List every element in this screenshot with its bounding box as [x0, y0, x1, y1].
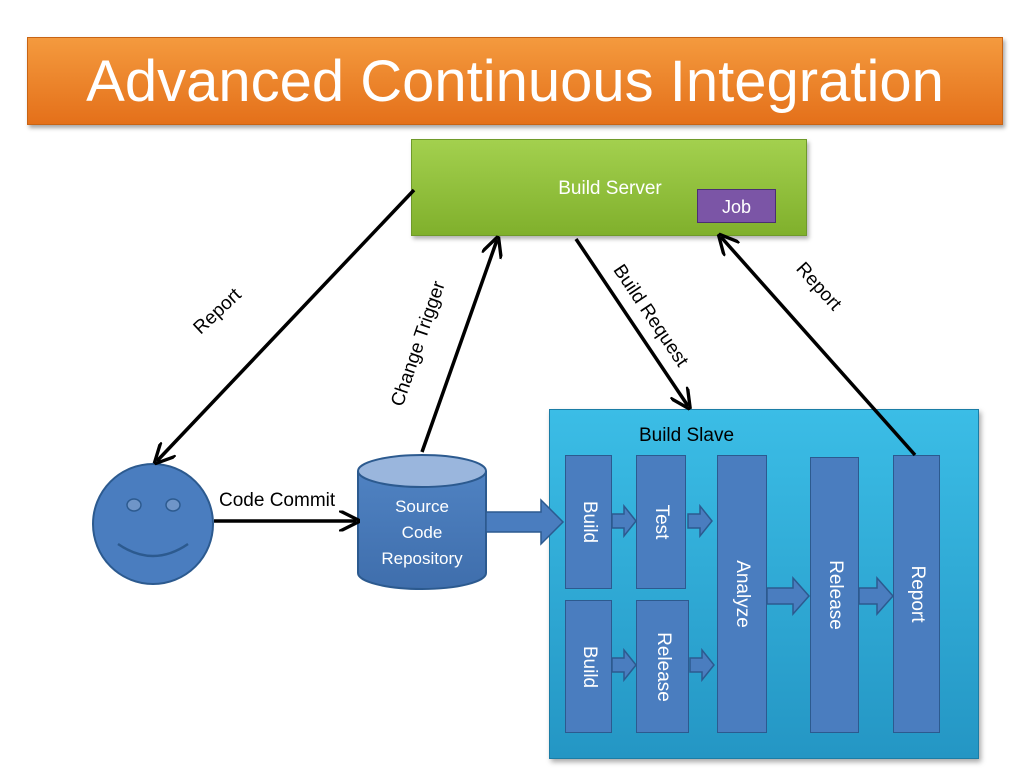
stage-report[interactable]: Report	[893, 455, 940, 733]
test-to-analyze-arrow	[687, 503, 713, 539]
job-node[interactable]: Job	[697, 189, 776, 223]
slave-report-arrow	[721, 237, 917, 457]
analyze-to-release-arrow	[766, 576, 811, 616]
build-to-release-arrow	[611, 647, 637, 683]
change-trigger-arrow	[420, 240, 497, 453]
build-server-label: Build Server	[558, 178, 662, 199]
stage-build-bottom[interactable]: Build	[565, 600, 612, 733]
repository-label-line2: Code	[401, 523, 443, 542]
repository-label-line3: Repository	[381, 549, 463, 568]
report-to-developer-arrow	[157, 188, 416, 461]
stage-test[interactable]: Test	[636, 455, 686, 589]
stage-analyze[interactable]: Analyze	[717, 455, 767, 733]
repo-to-slave-arrow	[485, 498, 565, 546]
repository-label-line1: Source	[395, 497, 449, 516]
developer-actor-icon[interactable]	[92, 463, 214, 585]
release-to-analyze-arrow	[689, 647, 715, 683]
page-title: Advanced Continuous Integration	[27, 37, 1003, 125]
build-to-test-arrow	[611, 503, 637, 539]
release-to-report-arrow	[858, 576, 895, 616]
source-repository-cylinder-icon[interactable]	[357, 454, 487, 590]
repository-label: Source Code Repository	[358, 494, 486, 572]
build-request-arrow	[574, 238, 688, 406]
stage-release-small[interactable]: Release	[636, 600, 689, 733]
code-commit-label: Code Commit	[219, 490, 336, 511]
build-slave-label: Build Slave	[638, 425, 735, 446]
